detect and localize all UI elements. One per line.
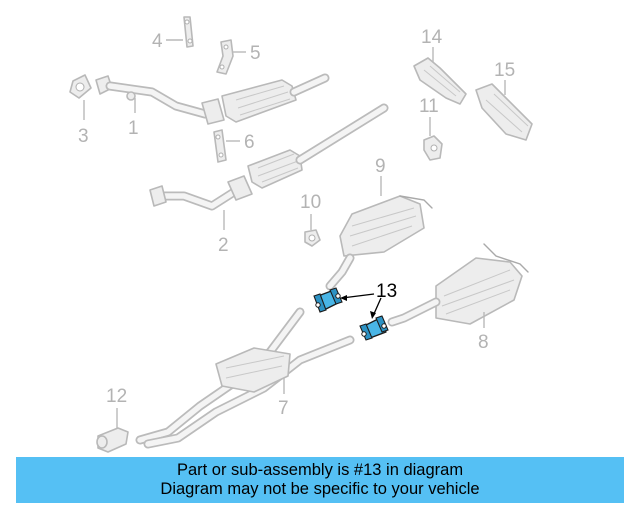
callout-14: 14 (421, 27, 443, 48)
callout-5: 5 (250, 43, 261, 64)
callout-12: 12 (106, 386, 127, 407)
part-11-hanger[interactable]: 11 (419, 96, 443, 161)
part-8-rear-muffler[interactable]: 8 (387, 243, 529, 353)
part-4-hanger[interactable]: 4 (152, 16, 194, 52)
part-13-clamp-upper[interactable] (313, 287, 343, 313)
part-1-front-pipe-converter[interactable]: 1 (95, 73, 330, 139)
callout-3: 3 (78, 126, 89, 147)
part-info-banner: Part or sub-assembly is #13 in diagram D… (16, 457, 624, 503)
callout-6: 6 (244, 132, 255, 153)
part-12-clamp[interactable]: 12 (96, 386, 129, 453)
callout-9: 9 (375, 156, 386, 177)
part-13-clamp-lower[interactable] (359, 315, 389, 341)
part-15-heat-shield[interactable]: 15 (475, 60, 533, 141)
callout-13-leaders: 13 (340, 281, 397, 319)
part-6-bracket[interactable]: 6 (213, 129, 255, 163)
callout-15: 15 (494, 60, 515, 81)
part-9-muffler[interactable]: 9 (325, 156, 433, 291)
callout-7: 7 (278, 398, 289, 419)
callout-10: 10 (300, 192, 321, 213)
part-14-heat-shield[interactable]: 14 (413, 27, 467, 105)
part-3-gasket[interactable]: 3 (69, 74, 92, 147)
callout-8: 8 (478, 332, 489, 353)
callout-2: 2 (218, 235, 229, 256)
part-5-bracket[interactable]: 5 (216, 39, 261, 75)
callout-13: 13 (376, 281, 397, 302)
part-7-center-pipe[interactable]: 7 (135, 307, 355, 449)
callout-1: 1 (128, 118, 139, 139)
part-10-hanger[interactable]: 10 (300, 192, 321, 247)
callout-4: 4 (152, 31, 163, 52)
banner-line-1: Part or sub-assembly is #13 in diagram (176, 461, 464, 479)
part-2-pipe-converter[interactable]: 2 (149, 103, 389, 256)
banner-line-2: Diagram may not be specific to your vehi… (160, 480, 480, 498)
callout-11: 11 (419, 96, 439, 117)
